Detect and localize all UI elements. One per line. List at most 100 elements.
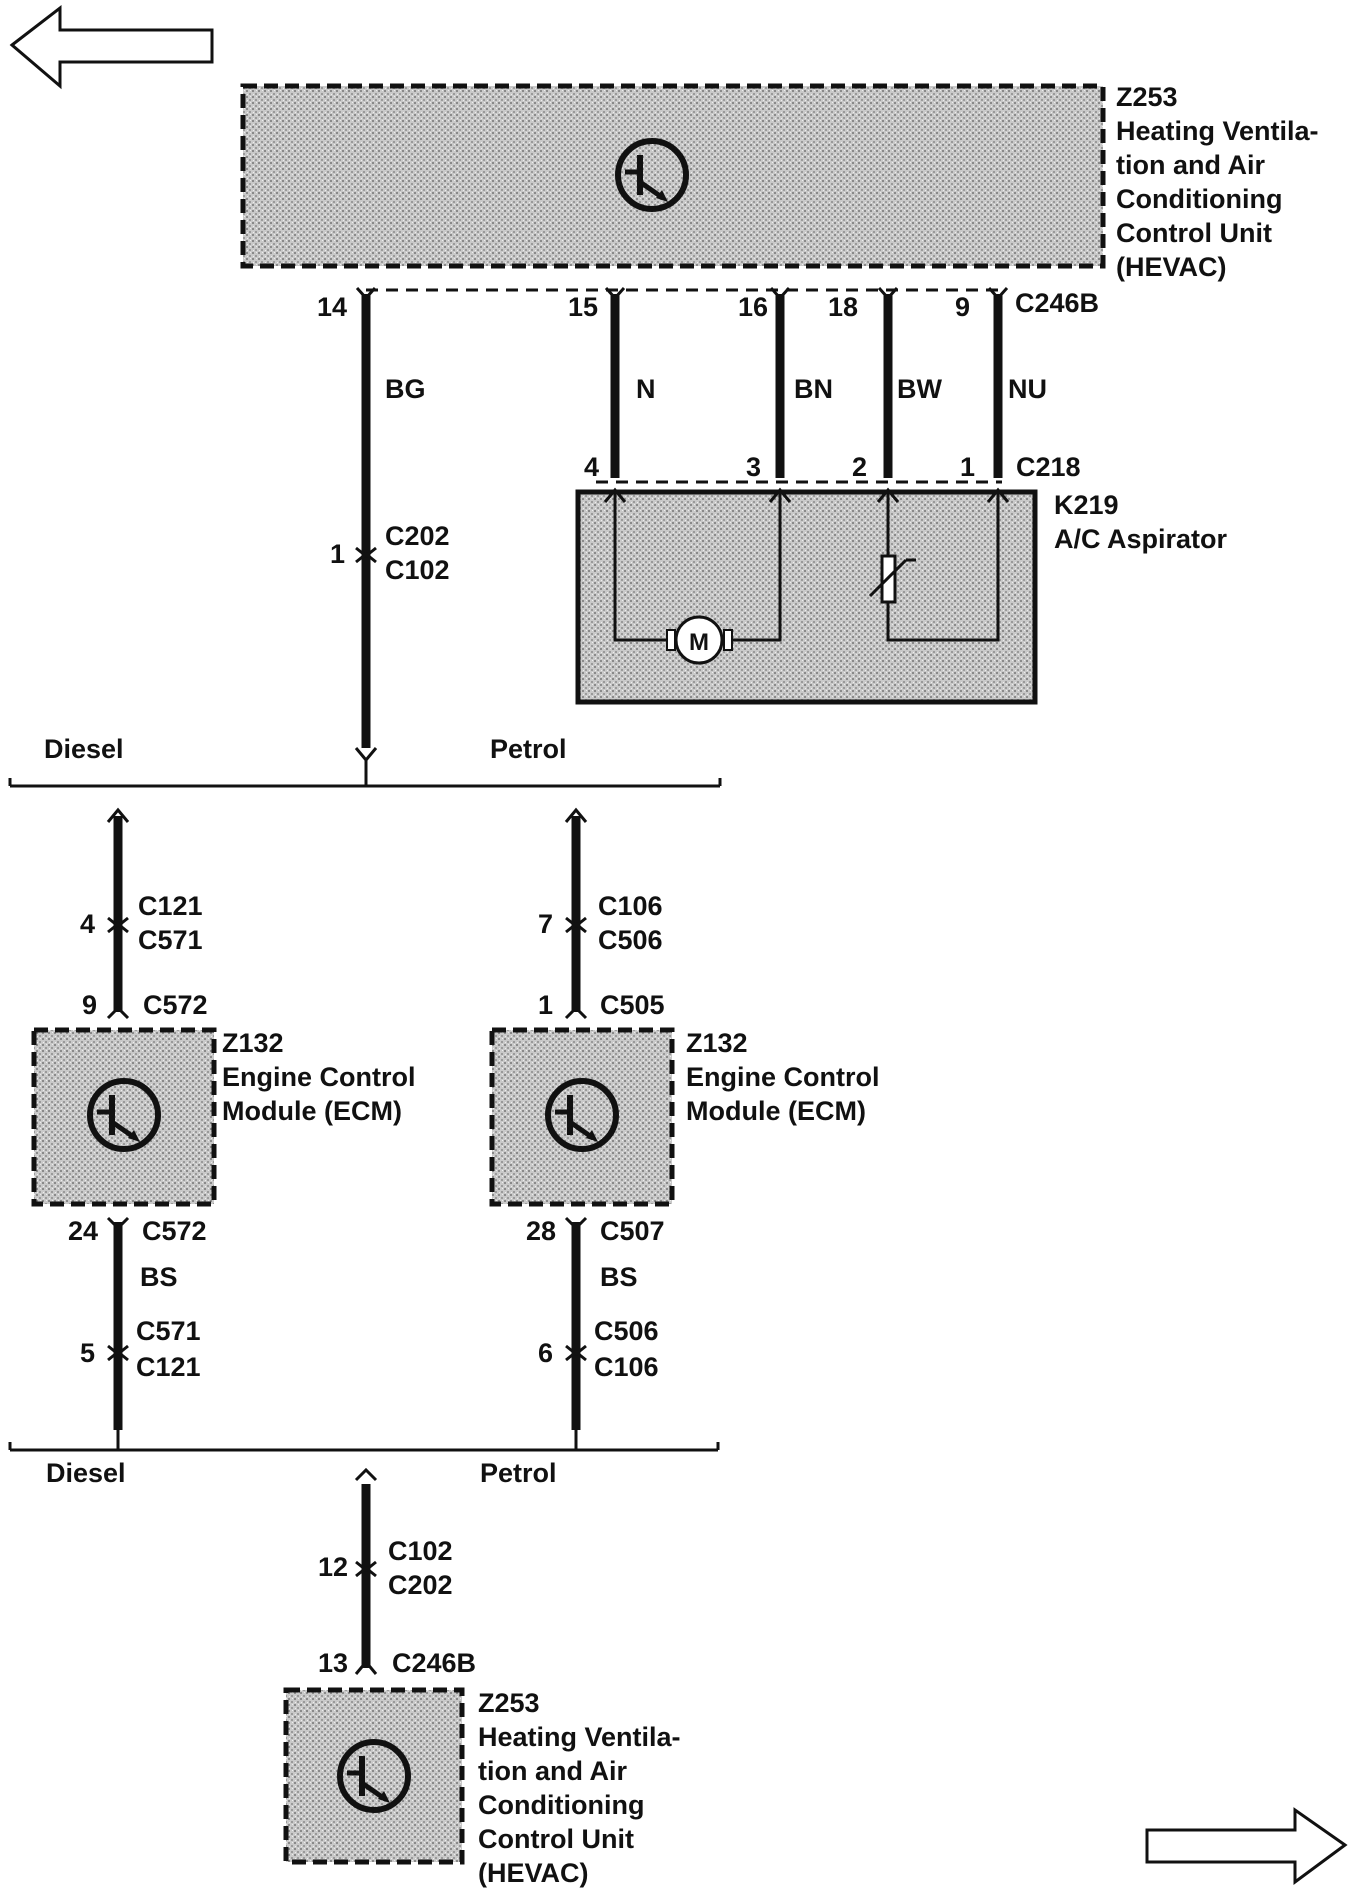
- hevac-top-name-line: Heating Ventila-: [1116, 116, 1319, 146]
- connector-label: C121: [136, 1352, 201, 1382]
- petrol-upper-wire: [564, 807, 588, 1020]
- variant-split-top: [8, 747, 722, 788]
- aspirator-code: K219: [1054, 490, 1119, 520]
- hevac-bottom-name-line: Conditioning: [478, 1790, 644, 1820]
- connector-label: C572: [143, 990, 208, 1020]
- hevac-bottom-name-line: tion and Air: [478, 1756, 627, 1786]
- connector-label: C102: [385, 555, 450, 585]
- connector-label: C571: [138, 925, 203, 955]
- diesel-upper-wire: [106, 807, 130, 1020]
- hevac-bottom-name-line: Control Unit: [478, 1824, 634, 1854]
- connector-label: C202: [385, 521, 450, 551]
- wire-color-label: BS: [600, 1262, 638, 1292]
- wire-bn: [769, 286, 791, 478]
- hevac-top-code: Z253: [1116, 82, 1178, 112]
- variant-label-diesel: Diesel: [44, 734, 124, 764]
- arrow-left-icon[interactable]: [9, 4, 214, 90]
- pin-number: 13: [318, 1648, 348, 1678]
- wire-bg: [355, 286, 377, 748]
- connector-label: C506: [594, 1316, 659, 1346]
- connector-label: C102: [388, 1536, 453, 1566]
- connector-label: C506: [598, 925, 663, 955]
- variant-split-bottom: [8, 1430, 720, 1452]
- ecm-name-line: Module (ECM): [222, 1096, 402, 1126]
- hevac-bottom-code: Z253: [478, 1688, 540, 1718]
- transistor-icon: [87, 1078, 161, 1152]
- variant-label-petrol: Petrol: [490, 734, 567, 764]
- pin-number: 1: [960, 452, 975, 482]
- transistor-icon: [337, 1739, 411, 1813]
- wire-color-label: BG: [385, 374, 426, 404]
- transistor-icon: [545, 1078, 619, 1152]
- pin-number: 4: [584, 452, 599, 482]
- variant-label-petrol: Petrol: [480, 1458, 557, 1488]
- pin-number: 3: [746, 452, 761, 482]
- transistor-icon: [615, 138, 689, 212]
- pin-number: 14: [317, 292, 347, 322]
- aspirator-name: A/C Aspirator: [1054, 524, 1228, 554]
- connector-label: C106: [598, 891, 663, 921]
- pin-number: 6: [538, 1338, 553, 1368]
- pin-number: 15: [568, 292, 598, 322]
- pin-number: 12: [318, 1552, 348, 1582]
- pin-number: 1: [330, 539, 345, 569]
- connector-label: C246B: [1015, 288, 1099, 318]
- hevac-bottom-name-line: (HEVAC): [478, 1858, 589, 1888]
- variant-label-diesel: Diesel: [46, 1458, 126, 1488]
- connector-label: C246B: [392, 1648, 476, 1678]
- diesel-lower-wire: [106, 1216, 130, 1430]
- pin-number: 18: [828, 292, 858, 322]
- pin-number: 28: [526, 1216, 556, 1246]
- wire-color-label: BW: [897, 374, 942, 404]
- motor-icon: M: [666, 615, 733, 665]
- connector-label: C507: [600, 1216, 665, 1246]
- pin-number: 16: [738, 292, 768, 322]
- pin-number: 7: [538, 909, 553, 939]
- aspirator-module: M K219 A/C Aspirator: [575, 487, 1228, 705]
- pin-number: 9: [82, 990, 97, 1020]
- pin-number: 9: [955, 292, 970, 322]
- wire-nu: [987, 286, 1009, 478]
- inline-connector-c202: [355, 546, 377, 564]
- hevac-top-box: [240, 83, 1106, 269]
- ecm-diesel-box: [31, 1027, 217, 1207]
- petrol-lower-wire: [564, 1216, 588, 1430]
- wire-color-label: NU: [1008, 374, 1047, 404]
- arrow-right-icon[interactable]: [1145, 1807, 1348, 1885]
- ecm-code: Z132: [222, 1028, 284, 1058]
- pin-number: 2: [852, 452, 867, 482]
- pin-number: 5: [80, 1338, 95, 1368]
- ecm-name-line: Engine Control: [222, 1062, 415, 1092]
- wire-bw: [877, 286, 899, 478]
- pin-number: 24: [68, 1216, 98, 1246]
- connector-label: C505: [600, 990, 665, 1020]
- thermistor-icon: [868, 554, 916, 604]
- connector-label: C121: [138, 891, 203, 921]
- connector-label: C571: [136, 1316, 201, 1346]
- aspirator-box: [575, 489, 1038, 705]
- pin-number: 4: [80, 909, 95, 939]
- bottom-wire: [354, 1467, 378, 1675]
- ecm-name-line: Module (ECM): [686, 1096, 866, 1126]
- wire-color-label: N: [636, 374, 656, 404]
- ecm-petrol-box: [489, 1027, 675, 1207]
- motor-label: M: [689, 629, 709, 656]
- hevac-bottom-name-line: Heating Ventila-: [478, 1722, 681, 1752]
- wire-color-label: BN: [794, 374, 833, 404]
- pin-number: 1: [538, 990, 553, 1020]
- hevac-top-name-line: Control Unit: [1116, 218, 1272, 248]
- hevac-top-module: Z253 Heating Ventila- tion and Air Condi…: [240, 82, 1319, 282]
- hevac-bottom-box: [283, 1687, 465, 1865]
- connector-label: C202: [388, 1570, 453, 1600]
- wire-n: [604, 286, 626, 478]
- ecm-petrol-module: Z132 Engine Control Module (ECM): [489, 1027, 879, 1207]
- ecm-code: Z132: [686, 1028, 748, 1058]
- connector-label: C218: [1016, 452, 1081, 482]
- hevac-top-name-line: tion and Air: [1116, 150, 1265, 180]
- wire-color-label: BS: [140, 1262, 178, 1292]
- ecm-name-line: Engine Control: [686, 1062, 879, 1092]
- connector-label: C572: [142, 1216, 207, 1246]
- hevac-bottom-module: Z253 Heating Ventila- tion and Air Condi…: [283, 1687, 681, 1888]
